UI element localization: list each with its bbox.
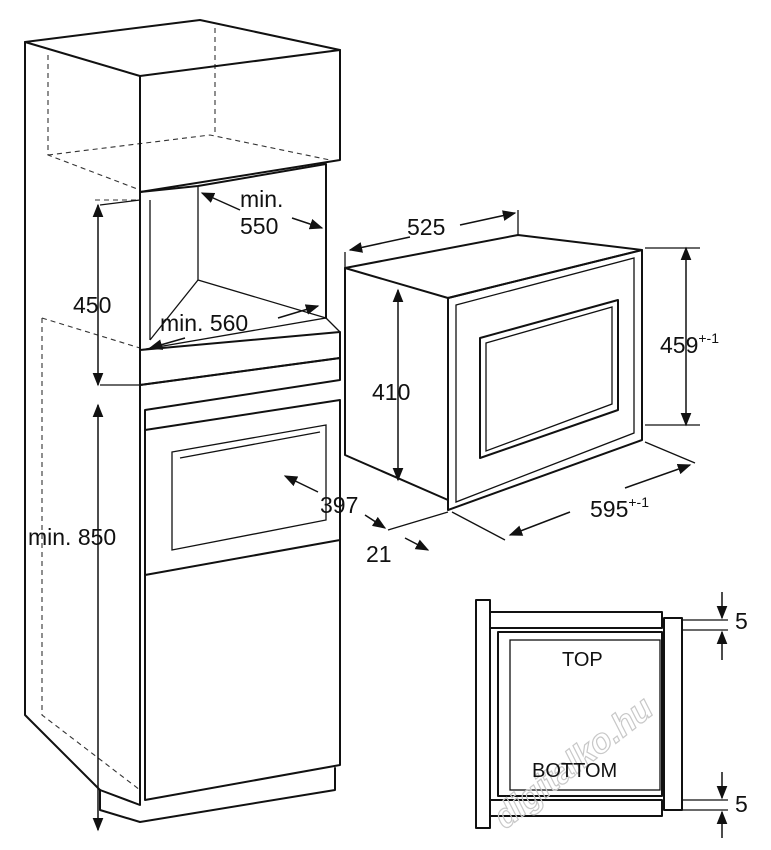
dim-oven-front-height-value: 459 — [660, 332, 698, 358]
dim-cabinet-height: 450 — [73, 292, 111, 318]
dim-oven-width: 595+-1 — [590, 494, 649, 522]
dim-oven-front-height: 459+-1 — [660, 330, 719, 358]
dim-oven-depth-side: 397 — [320, 492, 358, 518]
dim-gap-bottom: 5 — [735, 791, 748, 817]
dim-oven-height-body: 410 — [372, 379, 410, 405]
label-top: TOP — [562, 649, 603, 671]
cabinet-drawing — [24, 19, 387, 832]
dim-cabinet-min-floor-height: min. 850 — [28, 524, 116, 550]
dim-cabinet-min-width-line2: 550 — [240, 213, 278, 239]
dim-oven-front-height-tolerance: +-1 — [698, 330, 719, 346]
dim-gap-top: 5 — [735, 608, 748, 634]
dim-cabinet-min-width-line1: min. — [240, 186, 283, 212]
dim-oven-depth-top: 525 — [407, 214, 445, 240]
dim-cabinet-min-width: min. 550 — [240, 186, 290, 239]
dim-oven-width-value: 595 — [590, 496, 628, 522]
oven-drawing — [344, 210, 700, 551]
dim-front-thickness: 21 — [366, 541, 392, 567]
cross-section-drawing — [475, 592, 728, 838]
label-bottom: BOTTOM — [532, 760, 617, 782]
dim-oven-width-tolerance: +-1 — [628, 494, 649, 510]
dim-cabinet-min-depth: min. 560 — [160, 310, 248, 336]
